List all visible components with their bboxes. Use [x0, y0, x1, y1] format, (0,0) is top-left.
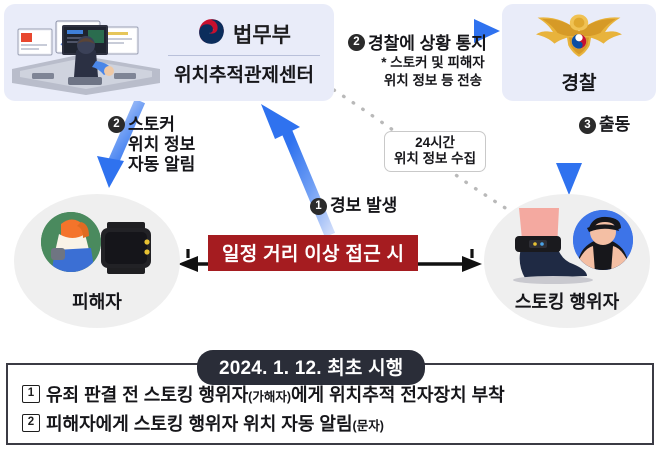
control-center-titles: 법무부 위치추적관제센터: [162, 17, 326, 89]
step-1-alert: 1 경보 발생: [310, 196, 397, 216]
step-2-line-3: 자동 알림: [128, 155, 196, 175]
korean-police-eagle-emblem-icon: [533, 11, 625, 66]
step-2-police-label: 경찰에 상황 통지: [368, 34, 487, 53]
list-item: 2 피해자에게 스토킹 행위자 위치 자동 알림(문자): [22, 410, 505, 436]
victim-node: 피해자: [14, 194, 180, 328]
control-center-name: 위치추적관제센터: [174, 64, 314, 86]
step-3-label: 출동: [599, 115, 631, 134]
divider: [168, 54, 320, 56]
ministry-row: 법무부: [197, 17, 291, 51]
summary-list: 1 유죄 판결 전 스토킹 행위자(가해자)에게 위치추적 전자장치 부착 2 …: [22, 381, 505, 436]
ministry-name: 법무부: [233, 23, 291, 47]
step-3-dispatch: 3 출동: [579, 115, 630, 135]
callout-line-1: 24시간: [415, 135, 455, 150]
step-2-victim-notice: 2 스토커 위치 정보 자동 알림: [108, 115, 196, 175]
step-number-badge: 2: [108, 116, 125, 133]
effective-date-pill: 2024. 1. 12. 최초 시행: [197, 350, 426, 385]
stalker-node: 스토킹 행위자: [484, 194, 650, 328]
list-item: 1 유죄 판결 전 스토킹 행위자(가해자)에게 위치추적 전자장치 부착: [22, 381, 505, 407]
list-item-text: 피해자에게 스토킹 행위자 위치 자동 알림(문자): [46, 410, 384, 436]
control-room-illustration: [10, 10, 162, 95]
step-number-badge: 3: [579, 116, 596, 134]
list-item-paren: (가해자): [248, 390, 291, 404]
step-number-badge: 2: [348, 34, 365, 51]
stalker-person-with-ankle-monitor-icon: [497, 208, 637, 284]
collection-callout: 24시간 위치 정보 수집: [384, 131, 487, 173]
stalker-label: 스토킹 행위자: [514, 292, 620, 312]
list-number-badge: 2: [22, 414, 40, 432]
list-item-text: 유죄 판결 전 스토킹 행위자(가해자)에게 위치추적 전자장치 부착: [46, 381, 505, 407]
list-number-badge: 1: [22, 385, 40, 403]
proximity-banner: 일정 거리 이상 접근 시: [208, 235, 419, 271]
list-item-text-main: 유죄 판결 전 스토킹 행위자: [46, 385, 249, 405]
list-item-text-main: 피해자에게 스토킹 행위자 위치 자동 알림: [46, 414, 353, 434]
korea-government-taegeuk-logo-icon: [197, 17, 226, 51]
control-center-box: 법무부 위치추적관제센터: [4, 4, 334, 101]
step-2-police-notice: 2 경찰에 상황 통지 * 스토커 및 피해자 위치 정보 등 전송: [348, 10, 518, 89]
list-item-paren: (문자): [352, 419, 384, 433]
step-number-badge: 1: [310, 197, 327, 215]
victim-label: 피해자: [72, 292, 122, 312]
step-1-label: 경보 발생: [330, 196, 398, 215]
step-2-line-2: 위치 정보: [128, 135, 196, 155]
step-2-police-note-1: * 스토커 및 피해자: [381, 55, 485, 71]
police-label: 경찰: [561, 72, 597, 94]
list-item-text-after: 에게 위치추적 전자장치 부착: [291, 385, 505, 405]
victim-person-with-smartwatch-icon: [31, 208, 163, 284]
step-2-line-1: 스토커: [128, 115, 175, 134]
step-2-police-note-2: 위치 정보 등 전송: [383, 72, 483, 88]
step-2-police-heading: 2 경찰에 상황 통지: [348, 34, 518, 54]
police-box: 경찰: [502, 4, 656, 101]
callout-line-2: 위치 정보 수집: [394, 151, 477, 167]
